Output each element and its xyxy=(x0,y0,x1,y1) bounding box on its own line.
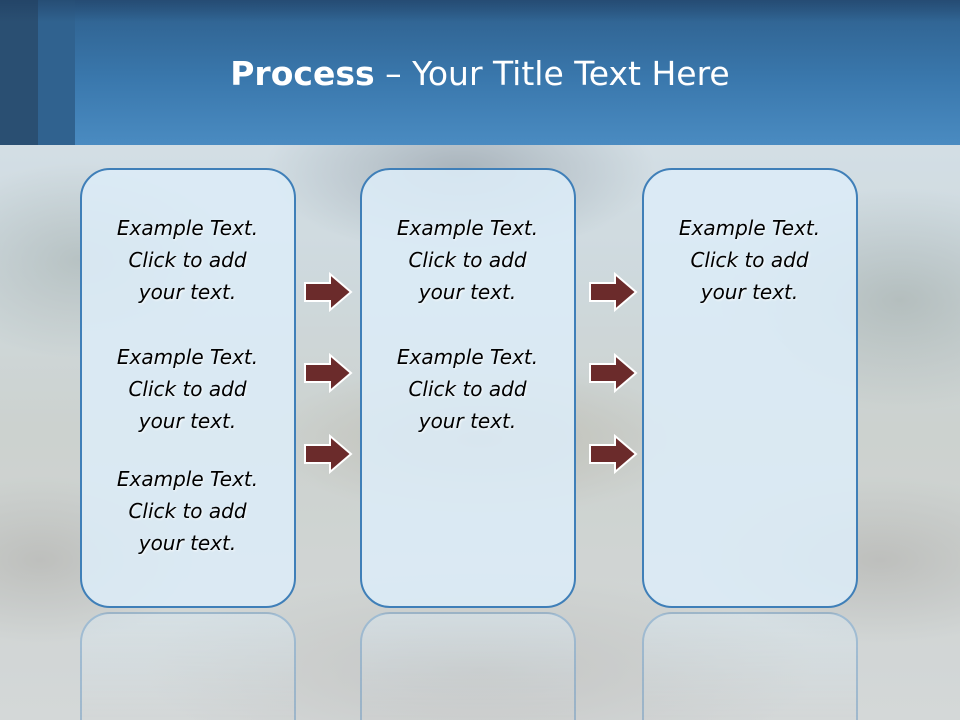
text-block[interactable]: Example Text. Click to add your text. xyxy=(82,463,293,559)
title-banner: Process – Your Title Text Here xyxy=(0,0,960,145)
right-arrow-icon[interactable] xyxy=(303,433,353,475)
text-line: Example Text. xyxy=(116,345,259,369)
text-line: Click to add xyxy=(128,248,247,272)
process-panel-3[interactable]: Example Text. Click to add your text. xyxy=(642,168,858,608)
text-line: your text. xyxy=(418,409,517,433)
banner-shade xyxy=(0,0,960,22)
title-rest-part: – Your Title Text Here xyxy=(374,54,730,93)
right-arrow-icon[interactable] xyxy=(303,352,353,394)
right-arrow-icon[interactable] xyxy=(588,433,638,475)
text-line: Example Text. xyxy=(116,216,259,240)
process-panel-1[interactable]: Example Text. Click to add your text. Ex… xyxy=(80,168,296,608)
text-line: your text. xyxy=(138,409,237,433)
text-block[interactable]: Example Text. Click to add your text. xyxy=(644,212,855,308)
text-block[interactable]: Example Text. Click to add your text. xyxy=(362,341,573,437)
text-line: Click to add xyxy=(128,499,247,523)
text-line: Example Text. xyxy=(396,345,539,369)
panel-reflection-1 xyxy=(80,612,296,720)
text-line: Click to add xyxy=(128,377,247,401)
slide-title[interactable]: Process – Your Title Text Here xyxy=(0,52,960,96)
panel-reflection-2 xyxy=(360,612,576,720)
text-line: Click to add xyxy=(690,248,809,272)
text-line: your text. xyxy=(700,280,799,304)
text-block[interactable]: Example Text. Click to add your text. xyxy=(82,341,293,437)
right-arrow-icon[interactable] xyxy=(588,352,638,394)
text-block[interactable]: Example Text. Click to add your text. xyxy=(362,212,573,308)
text-line: your text. xyxy=(138,531,237,555)
text-line: Click to add xyxy=(408,377,527,401)
title-bold-part: Process xyxy=(230,54,375,93)
process-panel-2[interactable]: Example Text. Click to add your text. Ex… xyxy=(360,168,576,608)
banner-accent-mid xyxy=(38,0,75,145)
text-line: your text. xyxy=(418,280,517,304)
right-arrow-icon[interactable] xyxy=(588,271,638,313)
text-line: Example Text. xyxy=(678,216,821,240)
banner-accent-dark xyxy=(0,0,38,145)
text-line: Click to add xyxy=(408,248,527,272)
text-line: Example Text. xyxy=(116,467,259,491)
text-line: your text. xyxy=(138,280,237,304)
right-arrow-icon[interactable] xyxy=(303,271,353,313)
text-block[interactable]: Example Text. Click to add your text. xyxy=(82,212,293,308)
text-line: Example Text. xyxy=(396,216,539,240)
panel-reflection-3 xyxy=(642,612,858,720)
